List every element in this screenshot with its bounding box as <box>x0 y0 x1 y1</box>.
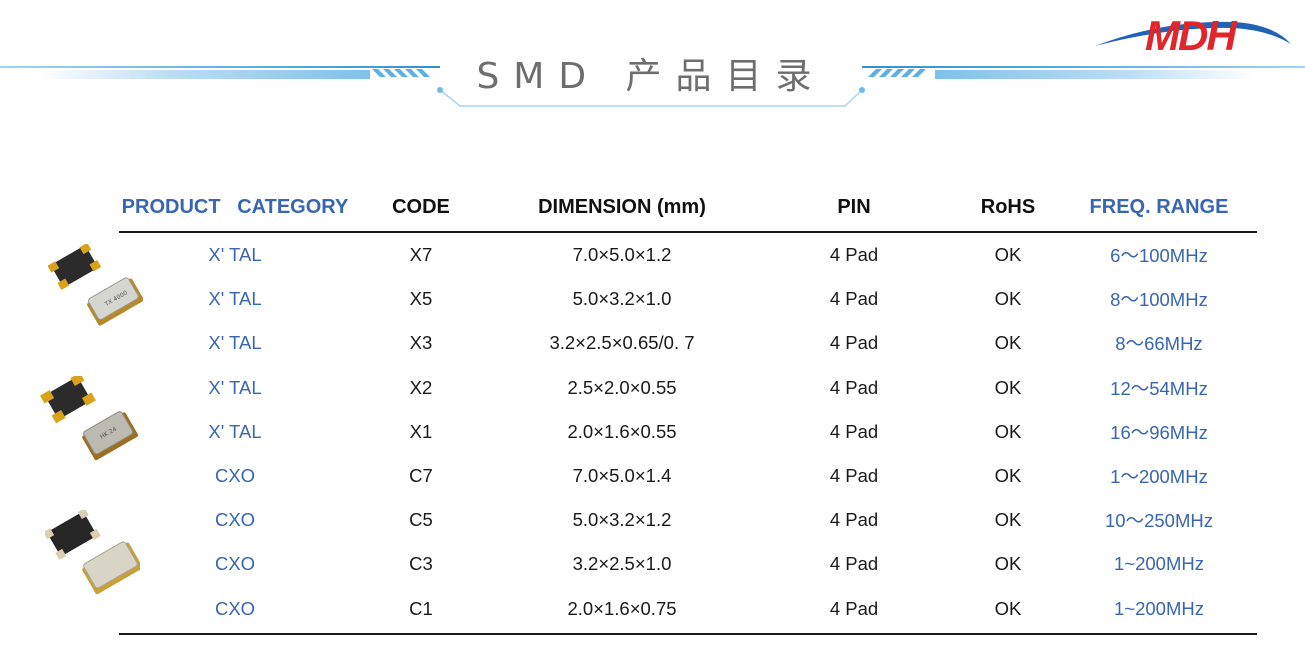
cell-rohs: OK <box>994 509 1022 531</box>
cell-dimension: 2.0×1.6×0.55 <box>567 420 677 442</box>
cell-freq: 16～96MHz <box>1110 421 1208 443</box>
oscillator-cxo-image <box>45 510 140 595</box>
title-frame-dot-right <box>859 87 865 93</box>
table-bottom-rule <box>119 632 1257 635</box>
header-product-category: PRODUCT CATEGORY <box>121 195 349 218</box>
cell-rohs: OK <box>994 332 1022 354</box>
cell-category: X' TAL <box>208 376 262 398</box>
cell-category: X' TAL <box>208 288 262 310</box>
cell-rohs: OK <box>994 288 1022 310</box>
cell-pin: 4 Pad <box>829 376 879 398</box>
cell-dimension: 5.0×3.2×1.0 <box>572 288 672 310</box>
cell-pin: 4 Pad <box>829 288 879 310</box>
table-row: X' TAL X1 2.0×1.6×0.55 4 Pad OK 16～96MHz <box>119 410 1257 454</box>
cell-rohs: OK <box>994 465 1022 487</box>
cell-code: C7 <box>409 465 433 487</box>
logo-text: MDH <box>1145 12 1238 56</box>
cell-pin: 4 Pad <box>829 332 879 354</box>
header-freq-range: FREQ. RANGE <box>1089 195 1229 218</box>
header-stripes-left <box>372 69 430 77</box>
table-top-rule <box>119 231 1257 233</box>
cell-code: X5 <box>409 288 433 310</box>
header-bar-right <box>935 70 1255 79</box>
table-row: CXO C5 5.0×3.2×1.2 4 Pad OK 10～250MHz <box>119 498 1257 542</box>
header-rohs: RoHS <box>980 195 1036 218</box>
header-bar-left <box>40 70 370 79</box>
cell-pin: 4 Pad <box>829 553 879 575</box>
title-frame-dot-left <box>437 87 443 93</box>
cell-pin: 4 Pad <box>829 509 879 531</box>
cell-rohs: OK <box>994 420 1022 442</box>
table-row: CXO C7 7.0×5.0×1.4 4 Pad OK 1～200MHz <box>119 454 1257 498</box>
cell-freq: 12～54MHz <box>1110 377 1208 399</box>
cell-dimension: 2.0×1.6×0.75 <box>567 597 677 619</box>
header-dimension: DIMENSION (mm) <box>538 195 706 218</box>
cell-freq: 1～200MHz <box>1110 466 1208 488</box>
cell-rohs: OK <box>994 553 1022 575</box>
cell-pin: 4 Pad <box>829 597 879 619</box>
table-row: X' TAL X3 3.2×2.5×0.65/0. 7 4 Pad OK 8～6… <box>119 321 1257 365</box>
header-stripes-right <box>868 69 926 77</box>
cell-freq: 10～250MHz <box>1105 510 1213 532</box>
cell-category: X' TAL <box>208 332 262 354</box>
cell-freq: 6～100MHz <box>1110 245 1208 267</box>
product-catalog-table: PRODUCT CATEGORY CODE DIMENSION (mm) PIN… <box>119 185 1257 635</box>
cell-code: X3 <box>409 332 433 354</box>
table-body: X' TAL X7 7.0×5.0×1.2 4 Pad OK 6～100MHz … <box>119 233 1257 631</box>
cell-dimension: 2.5×2.0×0.55 <box>567 376 677 398</box>
logo-swoosh <box>1095 21 1291 46</box>
header-code: CODE <box>392 195 450 218</box>
table-row: X' TAL X7 7.0×5.0×1.2 4 Pad OK 6～100MHz <box>119 233 1257 277</box>
cell-pin: 4 Pad <box>829 244 879 266</box>
cell-freq: 1~200MHz <box>1114 553 1204 575</box>
cell-pin: 4 Pad <box>829 420 879 442</box>
header-frame <box>372 69 926 107</box>
table-row: CXO C3 3.2×2.5×1.0 4 Pad OK 1~200MHz <box>119 542 1257 586</box>
table-row: X' TAL X2 2.5×2.0×0.55 4 Pad OK 12～54MHz <box>119 366 1257 410</box>
table-row: CXO C1 2.0×1.6×0.75 4 Pad OK 1~200MHz <box>119 587 1257 631</box>
cell-rohs: OK <box>994 597 1022 619</box>
cell-category: CXO <box>214 597 256 619</box>
cell-freq: 1~200MHz <box>1114 597 1204 619</box>
page-title: SMD 产品目录 <box>476 56 826 97</box>
cell-category: CXO <box>214 509 256 531</box>
cell-category: X' TAL <box>208 244 262 266</box>
cell-code: C1 <box>409 597 433 619</box>
cell-code: X1 <box>409 420 433 442</box>
cell-category: X' TAL <box>208 420 262 442</box>
header-line-right <box>862 66 1305 68</box>
cell-category: CXO <box>214 465 256 487</box>
cell-dimension: 3.2×2.5×1.0 <box>572 553 672 575</box>
cell-code: X7 <box>409 244 433 266</box>
cell-code: X2 <box>409 376 433 398</box>
cell-freq: 8～66MHz <box>1115 333 1203 355</box>
header-line-left <box>0 66 440 68</box>
cell-rohs: OK <box>994 244 1022 266</box>
cell-dimension: 5.0×3.2×1.2 <box>572 509 672 531</box>
header-pin: PIN <box>837 195 871 218</box>
title-frame <box>439 89 863 107</box>
cell-dimension: 7.0×5.0×1.4 <box>572 465 672 487</box>
table-header-row: PRODUCT CATEGORY CODE DIMENSION (mm) PIN… <box>119 185 1257 229</box>
cell-freq: 8～100MHz <box>1110 289 1208 311</box>
cell-rohs: OK <box>994 376 1022 398</box>
mdh-logo: MDH <box>1095 12 1291 56</box>
cell-code: C5 <box>409 509 433 531</box>
cell-code: C3 <box>409 553 433 575</box>
cell-pin: 4 Pad <box>829 465 879 487</box>
table-row: X' TAL X5 5.0×3.2×1.0 4 Pad OK 8～100MHz <box>119 277 1257 321</box>
cell-dimension: 3.2×2.5×0.65/0. 7 <box>549 332 695 354</box>
cell-category: CXO <box>214 553 256 575</box>
cell-dimension: 7.0×5.0×1.2 <box>572 244 672 266</box>
crystal-x2-image: HK 24 <box>40 376 139 461</box>
crystal-x7-image: TX 4000 <box>48 244 143 326</box>
